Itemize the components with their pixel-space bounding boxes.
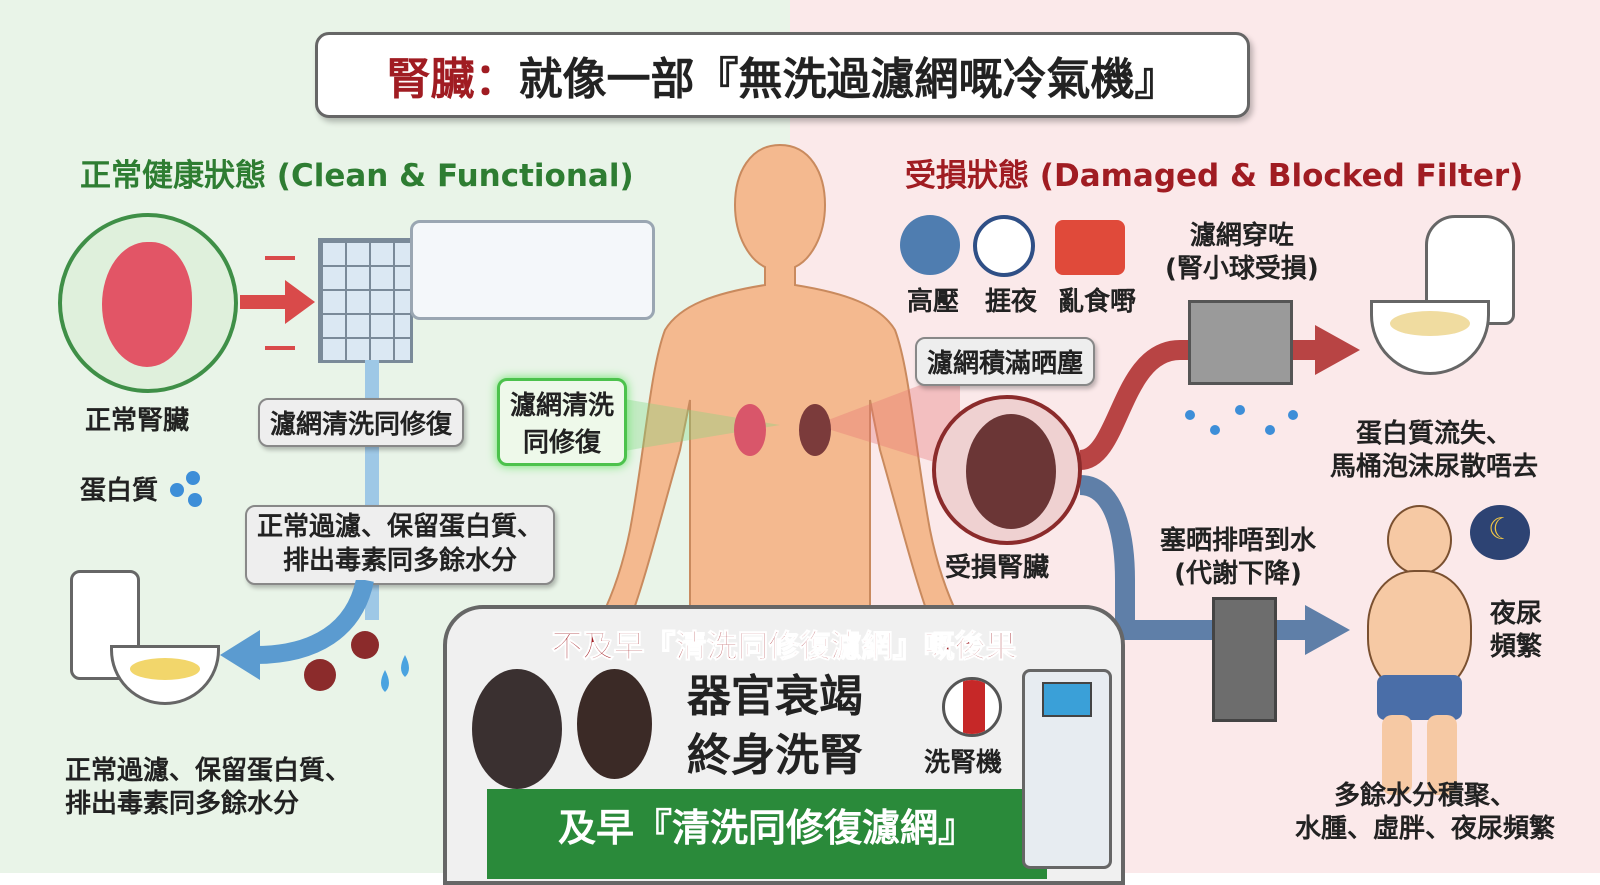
filter-clean-pill: 濾網清洗同修復 xyxy=(258,398,465,447)
junk-food-icon xyxy=(1055,220,1125,275)
nocturia-label: 夜尿 頻繁 xyxy=(1490,599,1543,662)
damaged-kidney-icon xyxy=(799,404,831,456)
cause-junk-food: 亂食嘢 xyxy=(1058,287,1137,317)
failed-kidney-icon xyxy=(472,669,562,789)
edema-caption: 多餘水分積聚、 水腫、虛胖、夜尿頻繁 xyxy=(1295,781,1556,844)
flow-arrows-icon xyxy=(1080,325,1360,655)
clock-icon xyxy=(973,215,1035,277)
red-beam xyxy=(815,370,960,470)
blood-tube-icon xyxy=(942,677,1002,737)
healthy-kidney-circle xyxy=(58,213,238,393)
kidney-icon xyxy=(102,242,192,367)
healthy-toilet-caption: 正常過濾、保留蛋白質、 排出毒素同多餘水分 xyxy=(65,756,352,819)
body-silhouette-icon xyxy=(600,143,960,620)
dialysis-machine-icon xyxy=(1022,669,1112,869)
leaking-protein-icon xyxy=(1185,405,1298,435)
organ-failure-text: 器官衰竭 終身洗腎 xyxy=(687,671,863,782)
curved-arrow-icon xyxy=(220,580,374,680)
air-conditioner-icon xyxy=(410,220,655,320)
blocked-label: 塞晒排唔到水 (代謝下降) xyxy=(1160,526,1317,589)
page-title: 腎臟：就像一部『無洗過濾網嘅冷氣機』 xyxy=(315,32,1250,118)
moon-night-icon: ☾ xyxy=(1470,505,1530,560)
cause-high-pressure: 高壓 xyxy=(907,287,960,317)
healthy-heading: 正常健康狀態 (Clean & Functional) xyxy=(80,158,634,194)
title-kidney: 腎臟： xyxy=(386,54,519,105)
damaged-filter-icon xyxy=(1188,300,1293,385)
healthy-kidney-icon xyxy=(734,404,766,456)
protein-loss-caption: 蛋白質流失、 馬桶泡沫尿散唔去 xyxy=(1330,419,1539,482)
filter-hole-label: 濾網穿咗 (腎小球受損) xyxy=(1165,221,1319,284)
filter-clean-green-pill: 濾網清洗 同修復 xyxy=(497,378,628,466)
toilet-icon xyxy=(70,570,220,740)
normal-filtration-pill: 正常過濾、保留蛋白質、 排出毒素同多餘水分 xyxy=(245,505,556,585)
damaged-kidney-circle xyxy=(932,395,1082,545)
foamy-toilet-icon xyxy=(1370,215,1520,405)
damaged-kidney-icon xyxy=(966,414,1056,529)
consequence-heading: 不及早『清洗同修復濾網』嘅後果 xyxy=(551,629,1017,666)
dust-filter-pill: 濾網積滿晒塵 xyxy=(915,337,1096,386)
healthy-kidney-label: 正常腎臟 xyxy=(85,406,190,436)
swollen-person-icon xyxy=(1362,505,1477,805)
toxins-water-icon xyxy=(304,631,409,692)
early-action-text: 及早『清洗同修復濾網』 xyxy=(557,806,976,850)
blocked-filter-icon xyxy=(1212,597,1277,722)
title-main: 就像一部『無洗過濾網嘅冷氣機』 xyxy=(518,54,1179,105)
green-beam xyxy=(600,395,780,455)
arrow-right-icon xyxy=(240,256,315,350)
cause-icons xyxy=(895,210,1145,280)
early-action-banner: 及早『清洗同修復濾網』 xyxy=(487,789,1047,879)
failed-kidney-icon xyxy=(577,669,652,779)
cause-late-night: 捱夜 xyxy=(985,287,1038,317)
damaged-kidney-label: 受損腎臟 xyxy=(945,553,1050,583)
damaged-heading: 受損狀態 (Damaged & Blocked Filter) xyxy=(905,158,1524,194)
consequence-panel: 不及早『清洗同修復濾網』嘅後果 器官衰竭 終身洗腎 洗腎機 及早『清洗同修復濾網… xyxy=(443,605,1125,885)
clean-filter-icon xyxy=(318,238,413,363)
dialysis-label: 洗腎機 xyxy=(924,748,1003,778)
protein-label: 蛋白質 xyxy=(80,476,159,506)
stress-icon xyxy=(900,215,960,275)
protein-dots-icon xyxy=(170,471,202,507)
